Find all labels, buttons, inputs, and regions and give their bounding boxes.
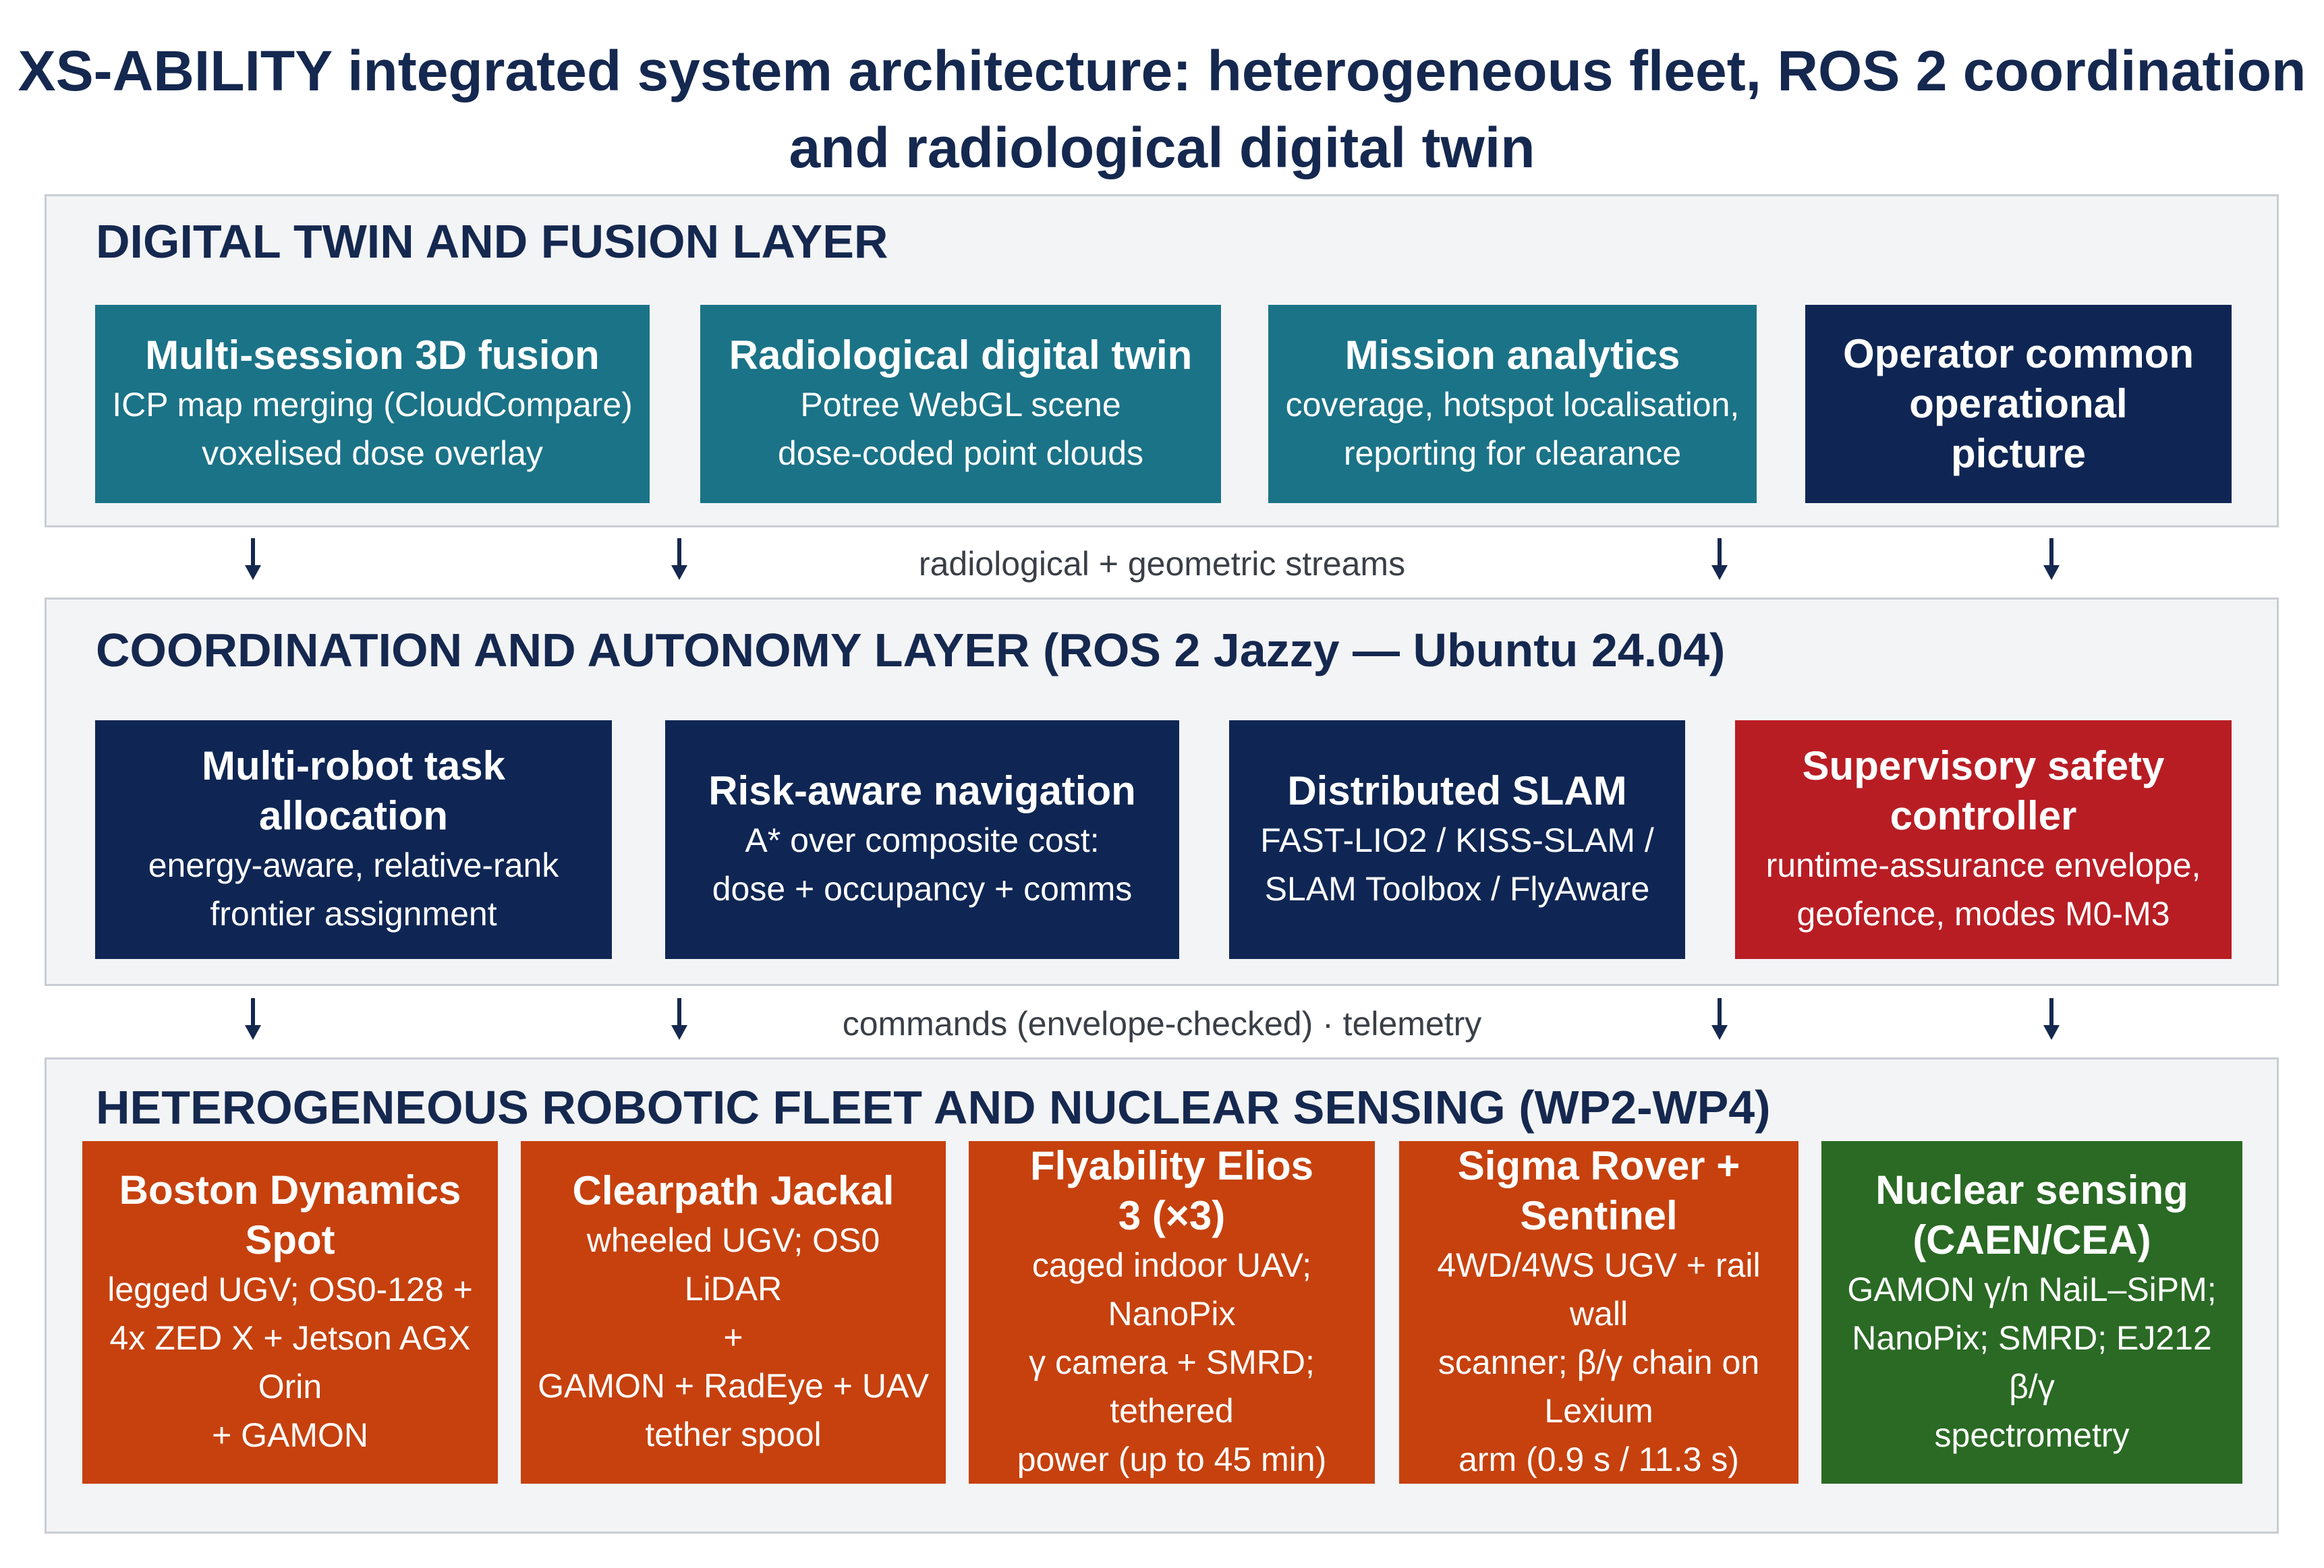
box-text: tether spool bbox=[645, 1416, 822, 1453]
box-text: FAST-LIO2 / KISS-SLAM / bbox=[1260, 821, 1654, 859]
mission-analytics-box: Mission analytics coverage, hotspot loca… bbox=[1268, 305, 1757, 503]
box-text: legged UGV; OS0-128 + bbox=[107, 1271, 473, 1308]
risk-aware-navigation-box: Risk-aware navigation A* over composite … bbox=[665, 720, 1179, 959]
boston-dynamics-spot-box: Boston Dynamics Spot legged UGV; OS0-128… bbox=[82, 1141, 498, 1484]
box-title: Boston Dynamics bbox=[119, 1167, 461, 1213]
box-title: allocation bbox=[258, 793, 449, 838]
box-title: Sentinel bbox=[1520, 1193, 1678, 1238]
box-title: Clearpath Jackal bbox=[572, 1168, 895, 1213]
lower-stream-label: commands (envelope-checked) · telemetry bbox=[842, 1005, 1482, 1043]
radiological-digital-twin-box: Radiological digital twin Potree WebGL s… bbox=[700, 305, 1221, 503]
nuclear-sensing-box: Nuclear sensing (CAEN/CEA) GAMON γ/n Nai… bbox=[1821, 1141, 2242, 1484]
box-text: reporting for clearance bbox=[1343, 434, 1682, 472]
box-title: picture bbox=[1950, 431, 2087, 476]
box-title: Nuclear sensing bbox=[1875, 1167, 2188, 1213]
clearpath-jackal-box: Clearpath Jackal wheeled UGV; OS0 LiDAR … bbox=[521, 1141, 946, 1484]
box-text: wheeled UGV; OS0 LiDAR bbox=[586, 1221, 880, 1308]
box-text: runtime-assurance envelope, bbox=[1765, 846, 2201, 884]
fleet-layer-title: HETEROGENEOUS ROBOTIC FLEET AND NUCLEAR … bbox=[96, 1081, 1771, 1134]
box-text: GAMON γ/n NaiL–SiPM; bbox=[1847, 1271, 2217, 1308]
box-title: (CAEN/CEA) bbox=[1912, 1217, 2151, 1262]
down-arrow-icon bbox=[2043, 538, 2060, 580]
box-text: 4WD/4WS UGV + rail wall bbox=[1437, 1246, 1761, 1333]
box-text: Orin bbox=[258, 1368, 322, 1405]
flyability-elios-3-box: Flyability Elios 3 (×3) caged indoor UAV… bbox=[969, 1141, 1375, 1484]
supervisory-safety-controller-box: Supervisory safety controller runtime-as… bbox=[1735, 720, 2232, 959]
box-text: geofence, modes M0-M3 bbox=[1796, 895, 2170, 933]
box-title: controller bbox=[1890, 793, 2077, 838]
box-title: Mission analytics bbox=[1344, 332, 1680, 378]
diagram-title-line-1: XS-ABILITY integrated system architectur… bbox=[18, 39, 2306, 103]
box-text: power (up to 45 min) bbox=[1017, 1441, 1327, 1478]
box-text: + bbox=[723, 1318, 743, 1356]
box-text: caged indoor UAV; NanoPix bbox=[1031, 1246, 1312, 1333]
box-text: Potree WebGL scene bbox=[800, 386, 1121, 424]
sigma-rover-sentinel-box: Sigma Rover + Sentinel 4WD/4WS UGV + rai… bbox=[1399, 1141, 1798, 1484]
box-title: operational bbox=[1909, 381, 2128, 426]
box-text: frontier assignment bbox=[210, 895, 497, 933]
box-title: Multi-robot task bbox=[202, 743, 505, 788]
box-text: coverage, hotspot localisation, bbox=[1285, 386, 1740, 424]
box-text: scanner; β/γ chain on bbox=[1438, 1343, 1760, 1381]
box-text: SLAM Toolbox / FlyAware bbox=[1264, 870, 1650, 908]
diagram-title: XS-ABILITY integrated system architectur… bbox=[0, 32, 2324, 186]
multi-session-3d-fusion-box: Multi-session 3D fusion ICP map merging … bbox=[95, 305, 650, 503]
operator-common-operational-picture-box: Operator common operational picture bbox=[1805, 305, 2232, 503]
box-title: Sigma Rover + bbox=[1457, 1143, 1740, 1188]
box-text: dose + occupancy + comms bbox=[712, 870, 1133, 908]
upper-stream-label: radiological + geometric streams bbox=[918, 545, 1406, 583]
down-arrow-icon bbox=[1711, 998, 1728, 1040]
box-title: Risk-aware navigation bbox=[708, 768, 1136, 813]
box-text: dose-coded point clouds bbox=[777, 434, 1144, 472]
box-text: + GAMON bbox=[212, 1416, 368, 1454]
coordination-layer-title: COORDINATION AND AUTONOMY LAYER (ROS 2 J… bbox=[96, 624, 1726, 676]
box-text: 4x ZED X + Jetson AGX bbox=[109, 1319, 471, 1357]
down-arrow-icon bbox=[245, 538, 261, 580]
box-text: NanoPix; SMRD; EJ212 bbox=[1852, 1319, 2212, 1357]
box-text: β/γ bbox=[2009, 1368, 2055, 1405]
down-arrow-icon bbox=[671, 538, 687, 580]
distributed-slam-box: Distributed SLAM FAST-LIO2 / KISS-SLAM /… bbox=[1229, 720, 1685, 959]
box-text: GAMON + RadEye + UAV bbox=[538, 1367, 929, 1405]
box-title: Supervisory safety bbox=[1802, 743, 2165, 788]
box-title: Distributed SLAM bbox=[1287, 768, 1627, 813]
diagram-title-line-2: and radiological digital twin bbox=[789, 116, 1535, 179]
box-text: arm (0.9 s / 11.3 s) bbox=[1458, 1441, 1739, 1478]
box-text: spectrometry bbox=[1934, 1416, 2130, 1454]
box-text: γ camera + SMRD; tethered bbox=[1029, 1343, 1315, 1430]
box-text: A* over composite cost: bbox=[745, 821, 1100, 859]
multi-robot-task-allocation-box: Multi-robot task allocation energy-aware… bbox=[95, 720, 612, 959]
down-arrow-icon bbox=[1711, 538, 1728, 580]
box-text: voxelised dose overlay bbox=[202, 434, 543, 472]
box-title: Spot bbox=[245, 1217, 335, 1262]
down-arrow-icon bbox=[245, 998, 261, 1040]
digital-twin-layer-title: DIGITAL TWIN AND FUSION LAYER bbox=[96, 215, 888, 268]
down-arrow-icon bbox=[2043, 998, 2060, 1040]
down-arrow-icon bbox=[671, 998, 687, 1040]
box-title: Operator common bbox=[1842, 331, 2194, 376]
box-title: Radiological digital twin bbox=[729, 332, 1193, 378]
box-title: Flyability Elios bbox=[1029, 1143, 1314, 1188]
box-text: ICP map merging (CloudCompare) bbox=[112, 386, 633, 424]
box-text: energy-aware, relative-rank bbox=[148, 846, 559, 884]
box-title: 3 (×3) bbox=[1118, 1193, 1226, 1238]
box-text: Lexium bbox=[1544, 1392, 1653, 1430]
box-title: Multi-session 3D fusion bbox=[145, 332, 600, 378]
